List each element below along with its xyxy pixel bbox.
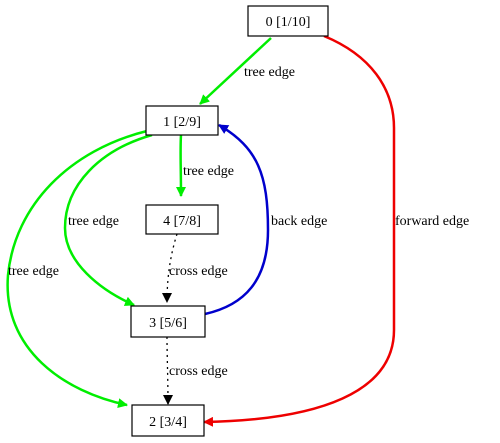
edge-3-to-2: cross edge xyxy=(162,336,228,405)
edge-label: tree edge xyxy=(68,214,119,229)
edge-line xyxy=(203,34,396,427)
node-box xyxy=(131,404,205,437)
node-box xyxy=(145,204,219,235)
node-3: 3 [5/6] xyxy=(130,305,206,338)
node-2: 2 [3/4] xyxy=(131,404,205,437)
edge-line xyxy=(162,336,173,405)
edge-label: tree edge xyxy=(8,264,59,279)
edge-4-to-3: cross edge xyxy=(162,233,228,303)
edge-label: cross edge xyxy=(169,364,228,379)
edge-label: back edge xyxy=(271,214,327,229)
node-0: 0 [1/10] xyxy=(247,5,329,37)
node-label: 0 [1/10] xyxy=(266,15,311,30)
edge-label: tree edge xyxy=(244,65,295,80)
edge-line xyxy=(6,129,148,409)
edge-line xyxy=(162,233,178,303)
edge-1-to-2: tree edge xyxy=(6,129,148,409)
node-box xyxy=(130,305,206,338)
edge-3-to-1: back edge xyxy=(204,123,327,316)
edge-label: cross edge xyxy=(169,264,228,279)
edge-line xyxy=(199,37,272,105)
edge-0-to-2: forward edge xyxy=(203,34,469,427)
node-label: 3 [5/6] xyxy=(149,316,187,331)
edge-line xyxy=(63,133,153,307)
node-label: 1 [2/9] xyxy=(163,115,201,130)
edge-line xyxy=(204,123,270,316)
node-label: 4 [7/8] xyxy=(163,214,201,229)
edge-1-to-4: tree edge xyxy=(175,134,234,197)
node-box xyxy=(145,105,219,136)
node-1: 1 [2/9] xyxy=(145,105,219,136)
node-label: 2 [3/4] xyxy=(149,415,187,430)
edge-label: tree edge xyxy=(183,164,234,179)
node-4: 4 [7/8] xyxy=(145,204,219,235)
edge-label: forward edge xyxy=(395,214,469,229)
edge-1-to-3: tree edge xyxy=(63,133,153,307)
node-box xyxy=(247,5,329,37)
edge-0-to-1: tree edge xyxy=(199,37,295,105)
